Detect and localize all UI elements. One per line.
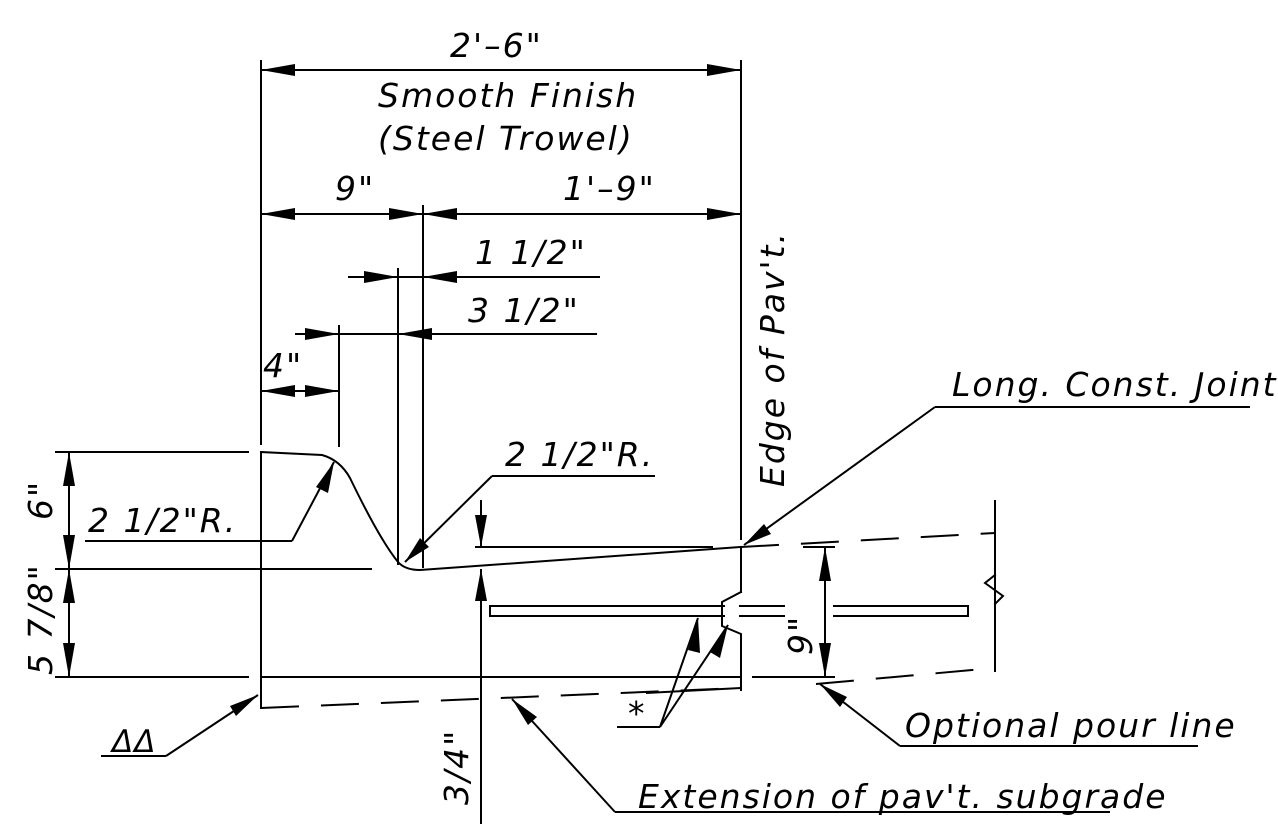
curb-height-label: 6" — [21, 480, 60, 520]
offset-b-label: 3 1/2" — [468, 291, 580, 330]
radius-right-label: 2 1/2"R. — [505, 435, 654, 474]
overall-width-label: 2'–6" — [450, 26, 543, 65]
dimension-offset-c: 4" — [261, 346, 339, 397]
optional-pour-callout: Optional pour line — [819, 683, 1237, 747]
delta-symbol-label: ΔΔ — [110, 724, 156, 760]
radius-left-callout: 2 1/2"R. — [85, 461, 335, 542]
extension-lines — [260, 60, 996, 672]
edge-of-pavement-label: Edge of Pav't. — [753, 231, 792, 487]
finish-label-line1: Smooth Finish — [378, 76, 638, 115]
long-joint-label: Long. Const. Joint — [952, 365, 1278, 404]
finish-label-line2: (Steel Trowel) — [378, 119, 634, 158]
asterisk-label: * — [628, 694, 647, 733]
slab-depth-label: 5 7/8" — [21, 563, 60, 675]
dimension-slope-drop: 3/4" — [437, 500, 487, 824]
dimension-offset-b: 3 1/2" — [295, 291, 597, 340]
dimension-overall-width: 2'–6" — [261, 26, 741, 76]
pavement-depth-label: 9" — [781, 615, 820, 655]
reference-lines — [55, 451, 835, 678]
offset-a-label: 1 1/2" — [475, 233, 587, 272]
radius-right-callout: 2 1/2"R. — [404, 435, 655, 563]
delta-callout: ΔΔ — [101, 694, 259, 760]
tie-bar — [489, 603, 969, 619]
long-joint-callout: Long. Const. Joint — [743, 365, 1278, 546]
radius-left-label: 2 1/2"R. — [88, 501, 237, 540]
dimension-curb-heights: 6" 5 7/8" — [21, 452, 75, 677]
dimension-left-right: 9" 1'–9" — [261, 169, 741, 220]
asterisk-callout: * — [617, 617, 742, 733]
slope-drop-label: 3/4" — [437, 729, 476, 805]
subgrade-label: Extension of pav't. subgrade — [638, 777, 1168, 816]
curb-profile — [259, 450, 817, 709]
optional-pour-label: Optional pour line — [905, 706, 1237, 745]
offset-c-label: 4" — [263, 346, 303, 385]
dimension-pavement-depth: 9" — [781, 547, 831, 677]
left-width-label: 9" — [335, 169, 375, 208]
pavement-slab — [260, 532, 1005, 709]
right-width-label: 1'–9" — [563, 169, 656, 208]
subgrade-callout: Extension of pav't. subgrade — [511, 698, 1168, 816]
dimension-offset-a: 1 1/2" — [348, 233, 600, 283]
